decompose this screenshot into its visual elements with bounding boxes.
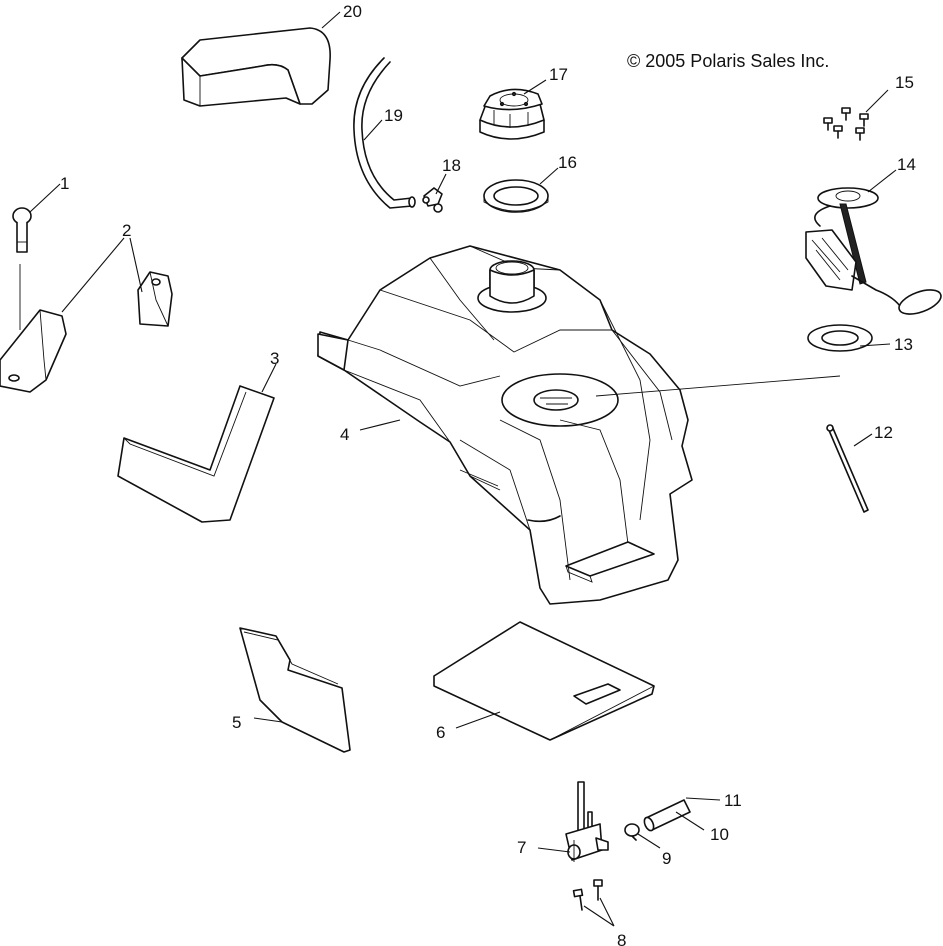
callout-8: 8 xyxy=(617,931,626,946)
part-15-screws xyxy=(823,107,869,141)
callout-20: 20 xyxy=(343,2,362,21)
callout-17: 17 xyxy=(549,65,568,84)
callout-18: 18 xyxy=(442,156,461,175)
part-7-fuel-valve xyxy=(565,781,609,862)
leader-13 xyxy=(859,343,891,347)
part-12-rod xyxy=(826,424,869,513)
callout-13: 13 xyxy=(894,335,913,354)
leader-12 xyxy=(853,433,873,447)
callout-12: 12 xyxy=(874,423,893,442)
leader-5 xyxy=(253,717,283,723)
leader-8 xyxy=(583,897,615,927)
callout-1: 1 xyxy=(60,174,69,193)
part-8-screws xyxy=(572,879,603,911)
leader-7 xyxy=(537,847,571,853)
leader-10 xyxy=(675,811,705,831)
part-18-vent-valve xyxy=(422,187,443,213)
leader-11 xyxy=(685,797,721,801)
callout-11: 11 xyxy=(724,791,742,810)
part-13-pump-gasket xyxy=(807,324,873,352)
part-6-bottom-pad xyxy=(433,621,655,741)
leader-20 xyxy=(321,11,341,29)
part-10-fuel-hose xyxy=(643,799,691,832)
leader-14 xyxy=(867,169,897,193)
callout-7: 7 xyxy=(517,838,526,857)
part-1-bolt xyxy=(12,207,32,330)
callout-6: 6 xyxy=(436,723,445,742)
part-5-heat-shield xyxy=(239,627,351,753)
callout-2: 2 xyxy=(122,221,131,240)
part-20-foam-block xyxy=(181,27,331,107)
leader-2b xyxy=(129,237,143,293)
callout-16: 16 xyxy=(558,153,577,172)
part-19-vent-hose xyxy=(353,57,416,209)
leader-1 xyxy=(29,183,61,213)
assembly-axis-line xyxy=(595,375,841,397)
leader-9 xyxy=(637,833,661,849)
leader-15 xyxy=(865,89,889,113)
leader-17 xyxy=(523,79,547,95)
callout-5: 5 xyxy=(232,713,241,732)
part-17-fuel-cap xyxy=(479,88,545,140)
leader-6 xyxy=(455,711,501,729)
leader-2a xyxy=(61,237,125,313)
leader-19 xyxy=(363,119,383,141)
copyright-text: © 2005 Polaris Sales Inc. xyxy=(627,51,829,71)
callout-4: 4 xyxy=(340,425,349,444)
part-16-cap-gasket xyxy=(483,179,549,213)
callout-14: 14 xyxy=(897,155,916,174)
part-3-l-pad xyxy=(117,385,275,523)
leader-18 xyxy=(435,173,447,195)
leader-4 xyxy=(359,419,401,431)
leader-3 xyxy=(261,363,277,393)
callout-15: 15 xyxy=(895,73,914,92)
part-2-brackets xyxy=(0,271,173,393)
leader-16 xyxy=(539,167,559,185)
callout-3: 3 xyxy=(270,349,279,368)
part-9-cap xyxy=(624,823,640,841)
callout-10: 10 xyxy=(710,825,729,844)
part-14-fuel-pump-assembly xyxy=(805,187,942,315)
callout-9: 9 xyxy=(662,849,671,868)
callout-19: 19 xyxy=(384,106,403,125)
part-4-fuel-tank xyxy=(317,245,693,605)
